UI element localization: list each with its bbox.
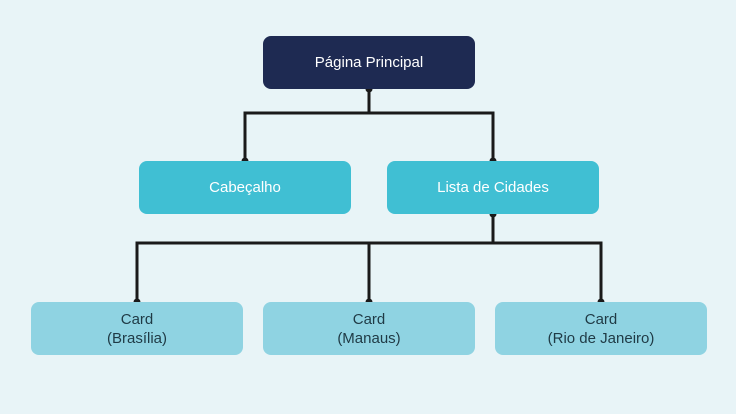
node-card-rio-label: Card (Rio de Janeiro)	[547, 310, 655, 347]
node-root-label: Página Principal	[314, 54, 424, 71]
node-card-rio: Card (Rio de Janeiro)	[495, 302, 707, 355]
node-card-manaus-label: Card (Manaus)	[337, 310, 401, 347]
node-card-brasilia: Card (Brasília)	[31, 302, 243, 355]
node-city-list-label: Lista de Cidades	[437, 179, 549, 196]
node-card-manaus: Card (Manaus)	[263, 302, 475, 355]
node-root: Página Principal	[263, 36, 475, 89]
node-header: Cabeçalho	[139, 161, 351, 214]
node-card-brasilia-label: Card (Brasília)	[106, 310, 167, 347]
node-header-label: Cabeçalho	[209, 179, 281, 196]
node-city-list: Lista de Cidades	[387, 161, 599, 214]
